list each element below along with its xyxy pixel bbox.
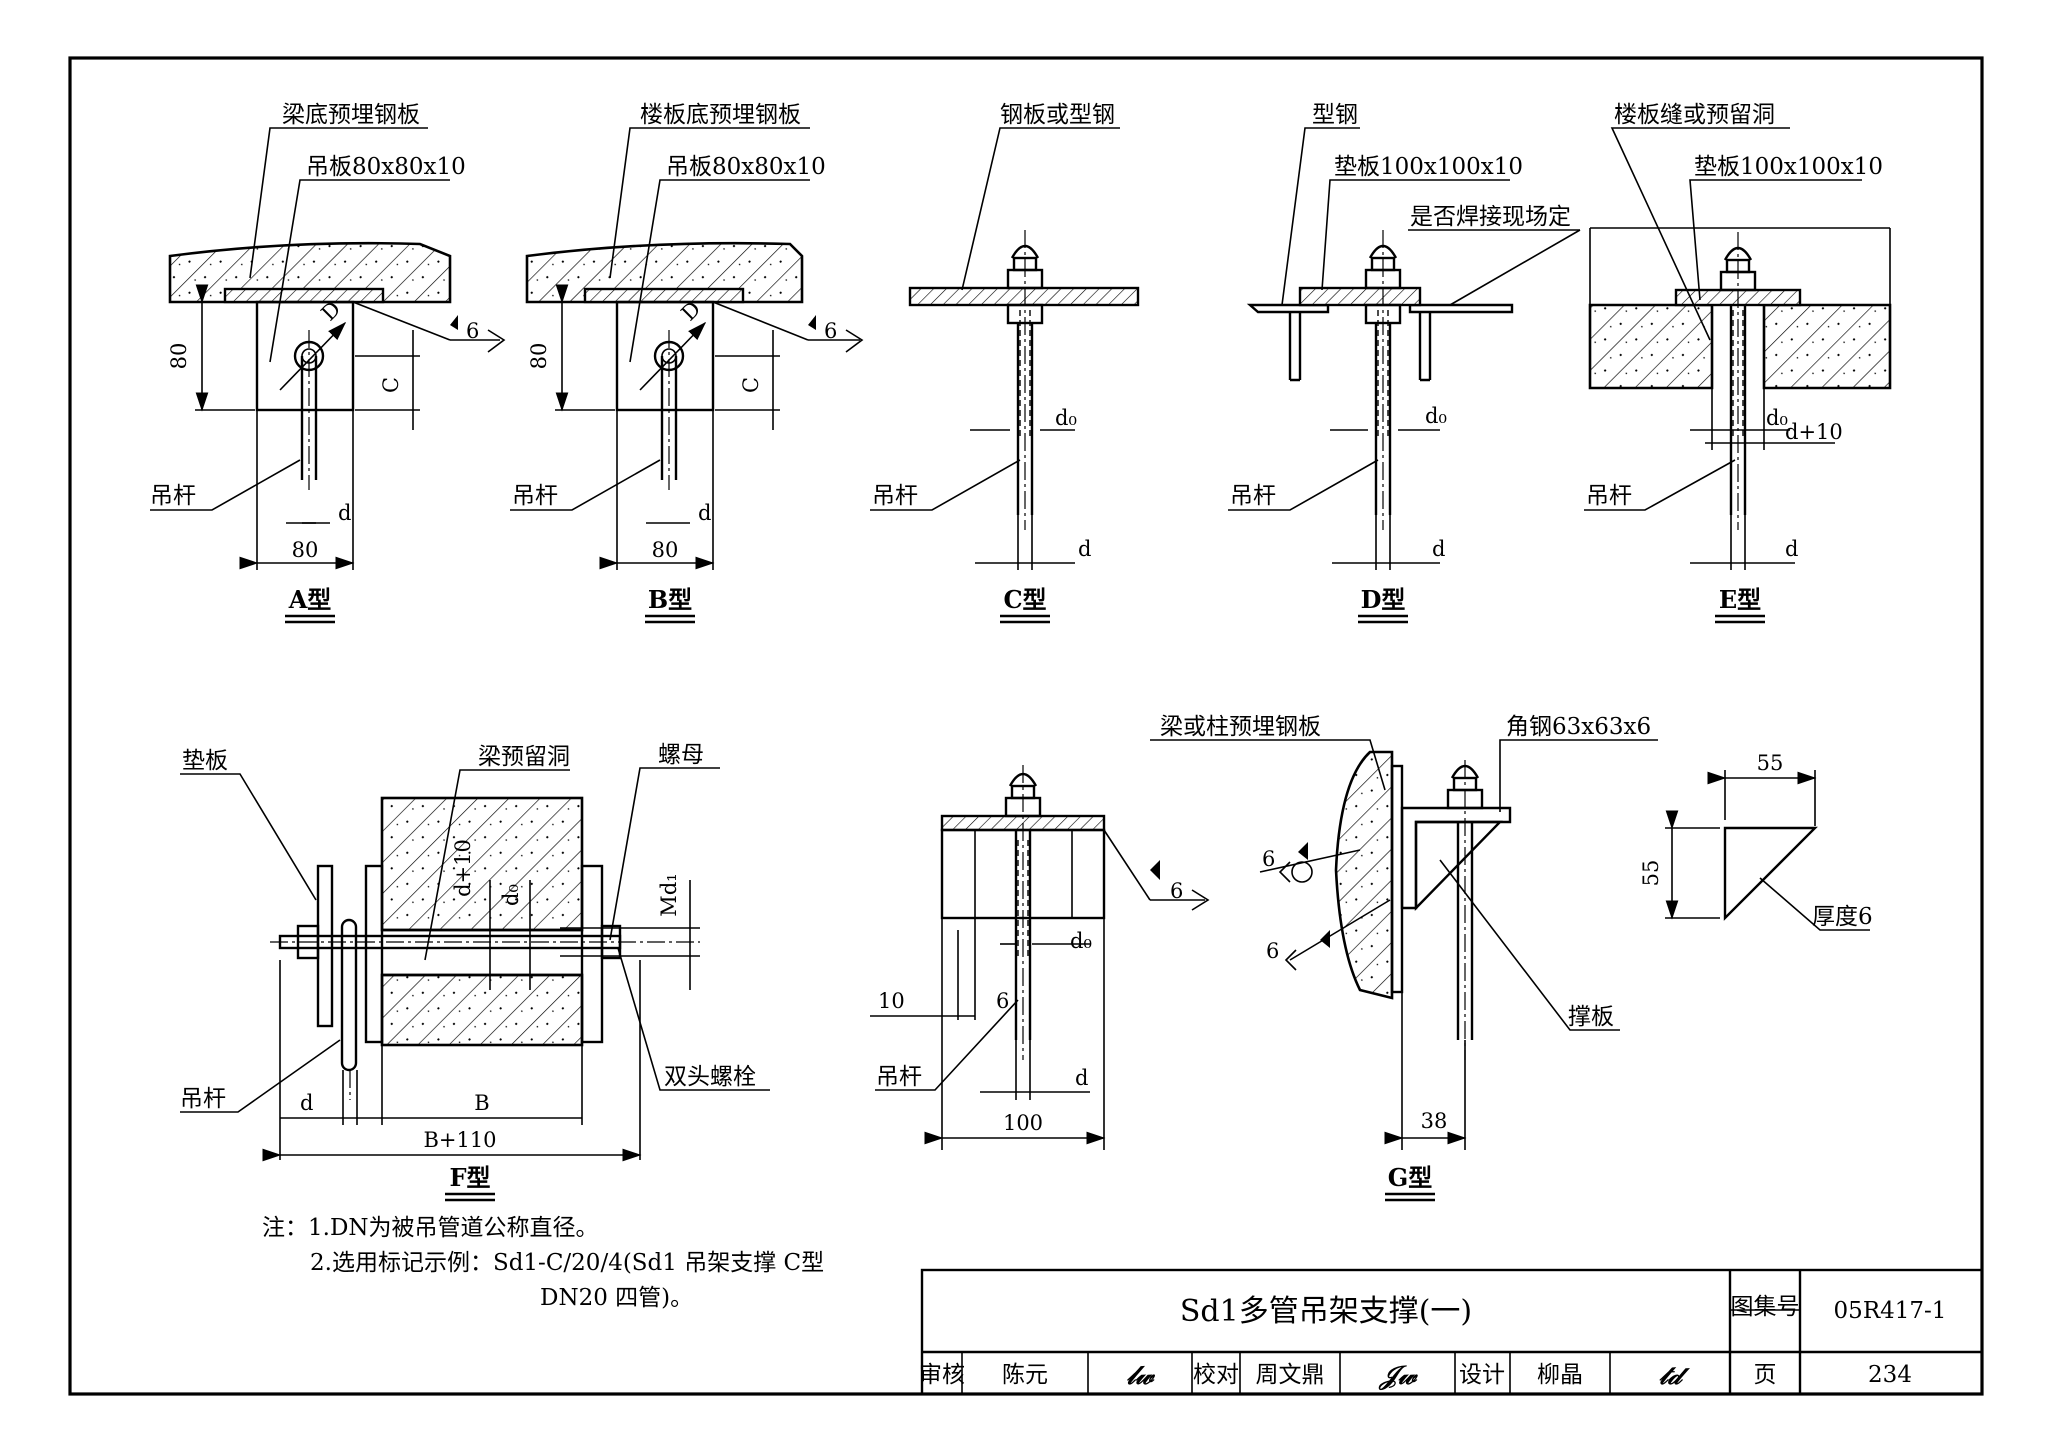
g-side-label-rod: 吊杆 [876,1064,922,1090]
c-type-label: C型 [1003,585,1046,614]
a-dim-d: d [338,501,351,525]
c-dim-d: d [1078,537,1091,561]
note-line-2: 2.选用标记示例：Sd1-C/20/4(Sd1 吊架支撑 C型 [310,1250,824,1276]
b-label-embed-plate: 楼板底预埋钢板 [640,102,801,128]
b-label-rod: 吊杆 [512,483,558,509]
g-label-angle: 角钢63x63x6 [1506,714,1651,740]
e-label-rod: 吊杆 [1586,483,1632,509]
g-side-dim-d0: d₀ [1070,929,1092,953]
reviewer-name: 陈元 [1002,1362,1048,1388]
d-label-rod: 吊杆 [1230,483,1276,509]
a-weld: 6 [466,319,479,343]
f-dim-B110: B+110 [423,1128,496,1152]
check-label: 校对 [1193,1362,1239,1388]
g-side-dim-6: 6 [996,989,1009,1013]
g-label-embed: 梁或柱预埋钢板 [1160,714,1321,740]
c-label-rod: 吊杆 [872,483,918,509]
g-weld-1: 6 [1262,847,1275,871]
designer-signature: 𝓉𝒹 [1659,1361,1691,1391]
atlas-number: 05R417-1 [1834,1298,1947,1324]
g-side-dim-10: 10 [878,989,905,1013]
checker-signature: 𝒥𝓌 [1378,1361,1418,1391]
figure-f: Md₁ d+10 d₀ 梁预留洞 垫板 螺母 吊杆 双头螺栓 d B B+110… [180,742,770,1202]
d-dim-d0: d₀ [1425,404,1447,428]
f-dim-B: B [474,1091,489,1115]
a-label-hang-plate: 吊板80x80x10 [306,154,466,180]
b-dim-80-h: 80 [652,538,679,562]
figure-brace-plate: 55 55 厚度6 [1639,751,1873,931]
a-type-label: A型 [288,585,332,614]
g-type-label: G型 [1388,1163,1433,1192]
a-label-rod: 吊杆 [150,483,196,509]
e-type-label: E型 [1719,585,1761,614]
e-label-gap: 楼板缝或预留洞 [1614,102,1775,128]
g-label-brace: 撑板 [1568,1004,1614,1030]
b-dim-C: C [739,377,763,393]
figure-d: d₀ d 型钢 垫板100x100x10 是否焊接现场定 吊杆 D型 [1228,102,1581,624]
page-label: 页 [1754,1362,1777,1388]
g-side-dim-d: d [1075,1066,1088,1090]
a-dim-C: C [379,377,403,393]
c-dim-d0: d₀ [1055,406,1077,430]
b-label-hang-plate: 吊板80x80x10 [666,154,826,180]
figure-e: d₀ d+10 d 楼板缝或预留洞 垫板100x100x10 吊杆 E型 [1584,102,1892,624]
title-block: Sd1多管吊架支撑(一) 图集号 05R417-1 审核 陈元 𝓁𝓌 校对 周文… [919,1268,1984,1396]
d-dim-d: d [1432,537,1445,561]
f-type-label: F型 [449,1163,490,1192]
d-label-section: 型钢 [1312,102,1358,128]
brace-label-thickness: 厚度6 [1812,904,1873,930]
figure-g-side: d₀ 10 6 d 100 吊杆 6 [870,765,1210,1150]
f-dim-d10: d+10 [451,839,475,897]
f-dim-d: d [300,1091,313,1115]
e-label-pad: 垫板100x100x10 [1694,154,1883,180]
f-label-nut: 螺母 [658,742,704,768]
b-dim-d: d [698,501,711,525]
drawing-title: Sd1多管吊架支撑(一) [1180,1294,1472,1329]
g-side-weld: 6 [1170,879,1183,903]
figure-a: 80 D C 80 d 6 梁底预埋钢板 吊板80x80x10 吊杆 A型 [150,102,506,624]
b-weld: 6 [824,319,837,343]
f-dim-md1: Md₁ [657,873,681,916]
checker-name: 周文鼎 [1256,1362,1325,1388]
g-weld-2: 6 [1266,939,1279,963]
reviewer-signature: 𝓁𝓌 [1127,1361,1156,1391]
page-number: 234 [1868,1362,1912,1388]
b-type-label: B型 [648,585,692,614]
f-label-hole: 梁预留洞 [478,744,570,770]
a-label-embed-plate: 梁底预埋钢板 [282,102,420,128]
f-label-pad: 垫板 [182,748,228,774]
c-label-plate: 钢板或型钢 [1000,102,1115,128]
figure-g: 6 6 梁或柱预埋钢板 角钢63x63x6 撑板 38 G型 [1150,714,1658,1202]
a-dim-80-v: 80 [167,343,191,370]
d-label-weld-note: 是否焊接现场定 [1410,204,1571,230]
note-line-3: DN20 四管)。 [540,1285,693,1311]
d-type-label: D型 [1361,585,1406,614]
figure-b: 80 D C 80 d 6 楼板底预埋钢板 吊板80x80x10 吊杆 B型 [510,102,864,624]
brace-dim-55-v: 55 [1639,860,1663,887]
f-label-rod: 吊杆 [180,1086,226,1112]
designer-name: 柳晶 [1537,1362,1583,1388]
e-dim-d: d [1785,537,1798,561]
e-dim-d0: d₀ [1766,406,1788,430]
g-dim-38: 38 [1421,1109,1448,1133]
b-dim-80-v: 80 [527,343,551,370]
f-dim-d0: d₀ [499,884,523,906]
a-dim-80-h: 80 [292,538,319,562]
review-label: 审核 [919,1362,965,1388]
d-label-pad: 垫板100x100x10 [1334,154,1523,180]
atlas-label: 图集号 [1731,1294,1800,1320]
g-side-dim-100: 100 [1003,1111,1043,1135]
e-dim-d10: d+10 [1785,420,1843,444]
design-label: 设计 [1459,1362,1505,1388]
figure-c: d₀ d 钢板或型钢 吊杆 C型 [870,102,1140,624]
f-label-bolt: 双头螺栓 [664,1064,756,1090]
brace-dim-55-h: 55 [1757,751,1784,775]
note-line-1: 注：1.DN为被吊管道公称直径。 [262,1215,599,1241]
